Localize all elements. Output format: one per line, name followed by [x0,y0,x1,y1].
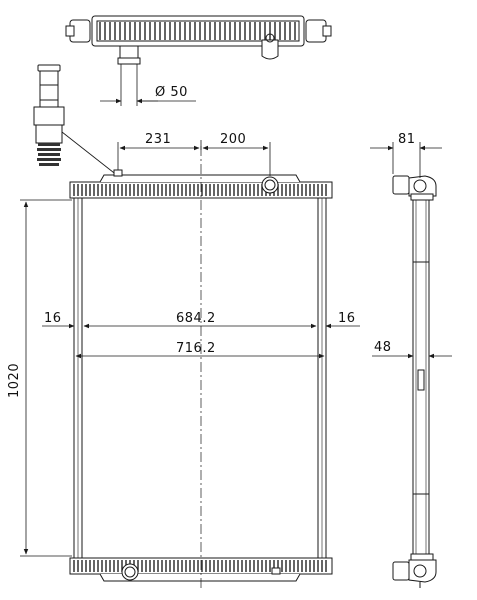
dim-side-core-depth: 48 [374,340,392,355]
side-view-radiator [392,175,437,588]
front-view-radiator [69,146,333,590]
top-outlet-port [261,176,279,194]
top-view-tank [65,15,332,65]
dim-side-depth: 81 [398,132,416,147]
dim-outlet-offset: 200 [220,132,246,147]
temperature-sensor [33,64,119,177]
dim-height: 1020 [7,363,22,398]
dim-core-width: 684.2 [176,311,216,326]
bottom-inlet-port [121,563,139,581]
dim-right-margin: 16 [338,311,356,326]
dim-pipe-diameter: Ø 50 [155,85,188,100]
dim-left-margin: 16 [44,311,62,326]
dim-inlet-offset: 231 [145,132,171,147]
dim-overall-width: 716.2 [176,341,216,356]
outlet-pipe [261,39,279,60]
